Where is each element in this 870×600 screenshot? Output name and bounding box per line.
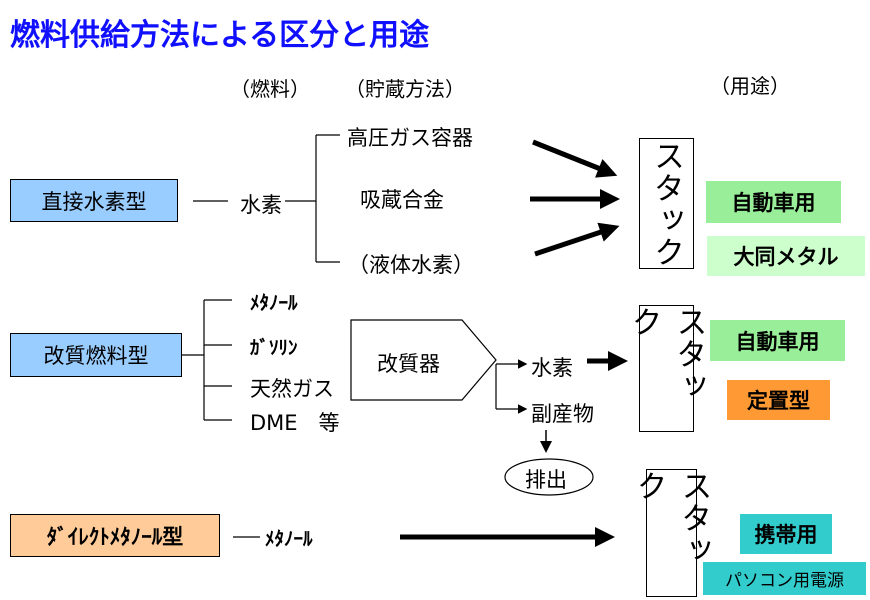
stack-box-direct: スタック bbox=[639, 138, 694, 269]
dmfc-type-box: ﾀﾞｲﾚｸﾄﾒﾀﾉｰﾙ型 bbox=[10, 514, 220, 557]
use-tag-automotive-1: 自動車用 bbox=[706, 181, 841, 223]
storage-label-1: 高圧ガス容器 bbox=[347, 126, 473, 150]
header-storage: （貯蔵方法） bbox=[345, 77, 465, 101]
use-tag-portable: 携帯用 bbox=[740, 514, 832, 554]
dmfc-fuel-label: ﾒﾀﾉｰﾙ bbox=[265, 528, 313, 550]
reform-fuel-label-4: DME 等 bbox=[250, 411, 340, 435]
arrow-storage-1 bbox=[532, 139, 618, 178]
storage-label-2: 吸蔵合金 bbox=[360, 188, 444, 212]
exhaust-label: 排出 bbox=[525, 468, 567, 492]
header-use: （用途） bbox=[710, 74, 790, 98]
reform-type-box: 改質燃料型 bbox=[10, 333, 182, 377]
stack-box-dmfc: スタック bbox=[631, 469, 712, 597]
reformer-shape bbox=[350, 319, 497, 401]
arrow-storage-3 bbox=[534, 222, 620, 257]
reform-fuel-label-1: ﾒﾀﾉｰﾙ bbox=[250, 292, 298, 314]
storage-label-3: （液体水素） bbox=[348, 253, 474, 277]
reformer-label: 改質器 bbox=[377, 352, 440, 376]
page-title: 燃料供給方法による区分と用途 bbox=[10, 18, 430, 53]
stack-box-reform: スタック bbox=[626, 305, 707, 432]
exhaust-ellipse bbox=[504, 458, 594, 496]
header-fuel: （燃料） bbox=[230, 77, 310, 101]
use-tag-automotive-2: 自動車用 bbox=[710, 320, 845, 361]
reform-fuel-label-3: 天然ガス bbox=[250, 377, 334, 401]
use-tag-daido-metal: 大同メタル bbox=[707, 236, 865, 276]
use-tag-stationary: 定置型 bbox=[727, 380, 830, 420]
byproduct-label: 副産物 bbox=[531, 402, 594, 426]
reform-hydrogen-label: 水素 bbox=[531, 356, 573, 380]
direct-fuel-label: 水素 bbox=[240, 193, 282, 217]
reform-fuel-label-2: ｶﾞｿﾘﾝ bbox=[250, 337, 298, 359]
direct-type-box: 直接水素型 bbox=[10, 179, 178, 222]
use-tag-pc-power: パソコン用電源 bbox=[703, 562, 866, 595]
